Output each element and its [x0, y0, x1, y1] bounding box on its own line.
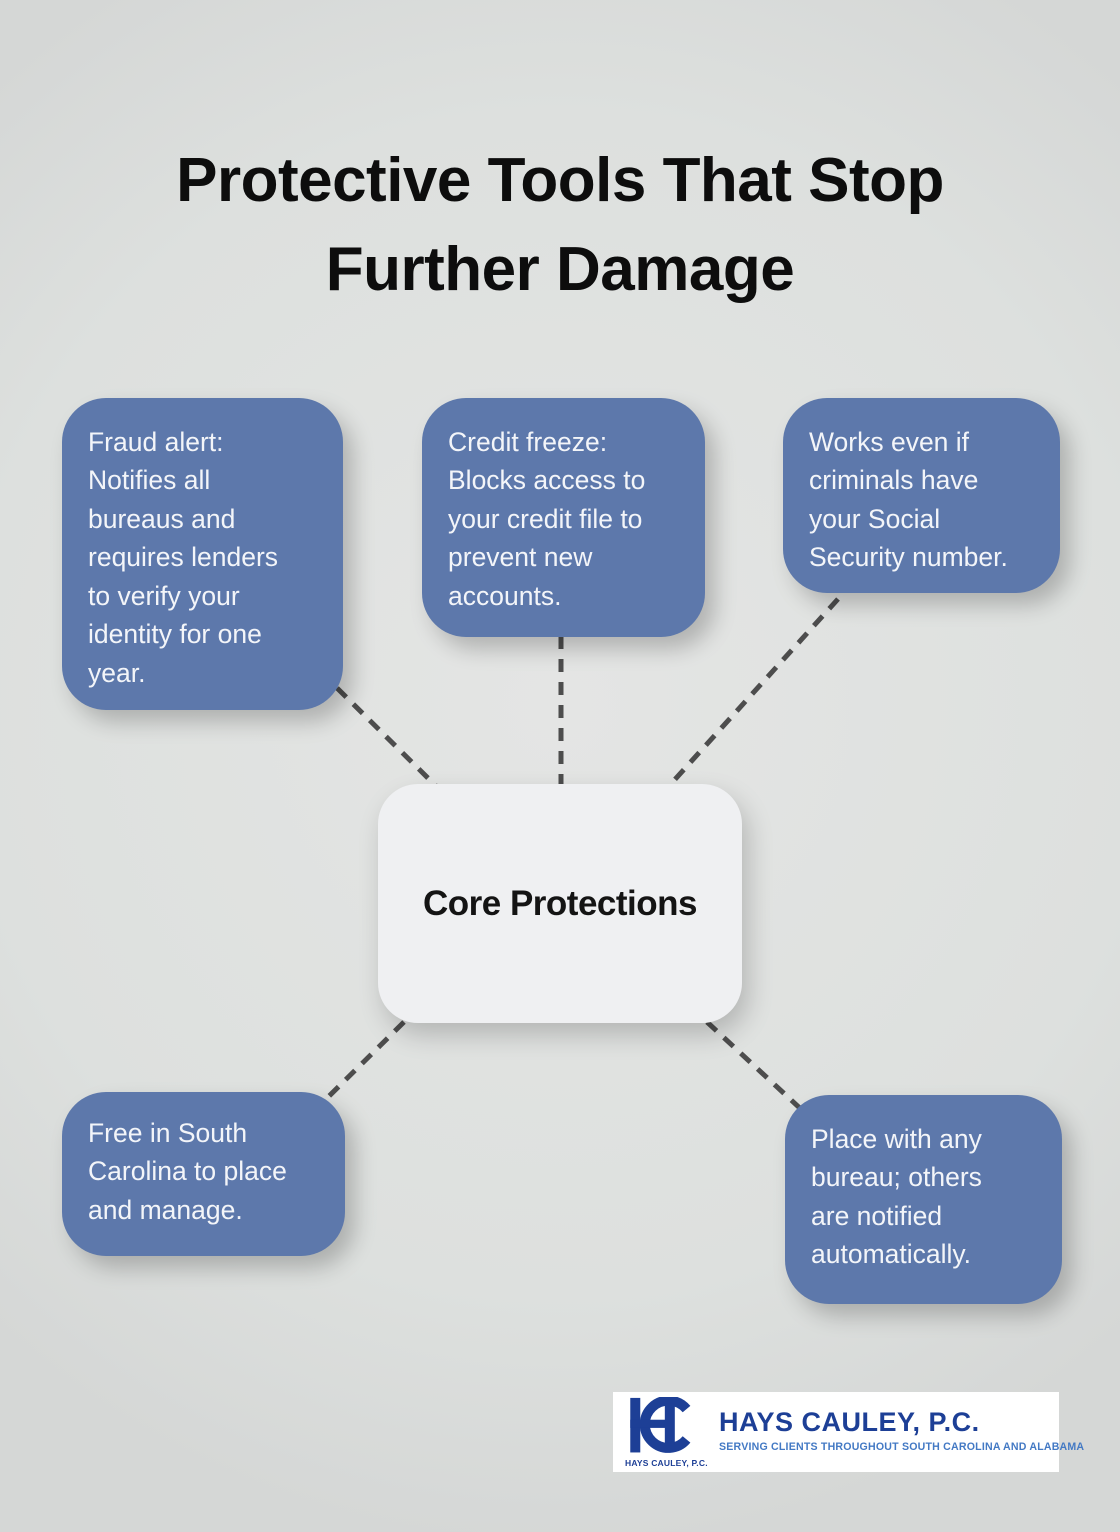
logo-tagline: SERVING CLIENTS THROUGHOUT SOUTH CAROLIN…	[719, 1441, 1085, 1453]
center-node: Core Protections	[378, 784, 742, 1023]
logo-panel: HAYS CAULEY, P.C. HAYS CAULEY, P.C. SERV…	[613, 1392, 1084, 1472]
node-works-even-if: Works even if criminals have your Social…	[783, 398, 1060, 593]
connector-place-any-bureau	[705, 1020, 805, 1113]
logo-text-block: HAYS CAULEY, P.C. SERVING CLIENTS THROUG…	[719, 1407, 1084, 1453]
connector-works-even-if	[667, 597, 840, 788]
logo-monogram-caption: HAYS CAULEY, P.C.	[625, 1457, 708, 1468]
node-fraud-alert: Fraud alert: Notifies all bureaus and re…	[62, 398, 343, 710]
connector-fraud-alert	[335, 686, 439, 789]
page-title: Protective Tools That Stop Further Damag…	[176, 145, 944, 305]
logo-monogram-wrap: HAYS CAULEY, P.C.	[625, 1396, 717, 1468]
node-place-any-bureau: Place with any bureau; others are notifi…	[785, 1095, 1062, 1304]
logo-firm-name: HAYS CAULEY, P.C.	[719, 1407, 980, 1437]
center-node-label: Core Protections	[423, 883, 698, 923]
node-free-in-sc: Free in South Carolina to place and mana…	[62, 1092, 345, 1256]
connector-free-in-sc	[314, 1020, 406, 1111]
hays-cauley-monogram-icon	[630, 1396, 691, 1453]
node-credit-freeze: Credit freeze: Blocks access to your cre…	[422, 398, 705, 637]
